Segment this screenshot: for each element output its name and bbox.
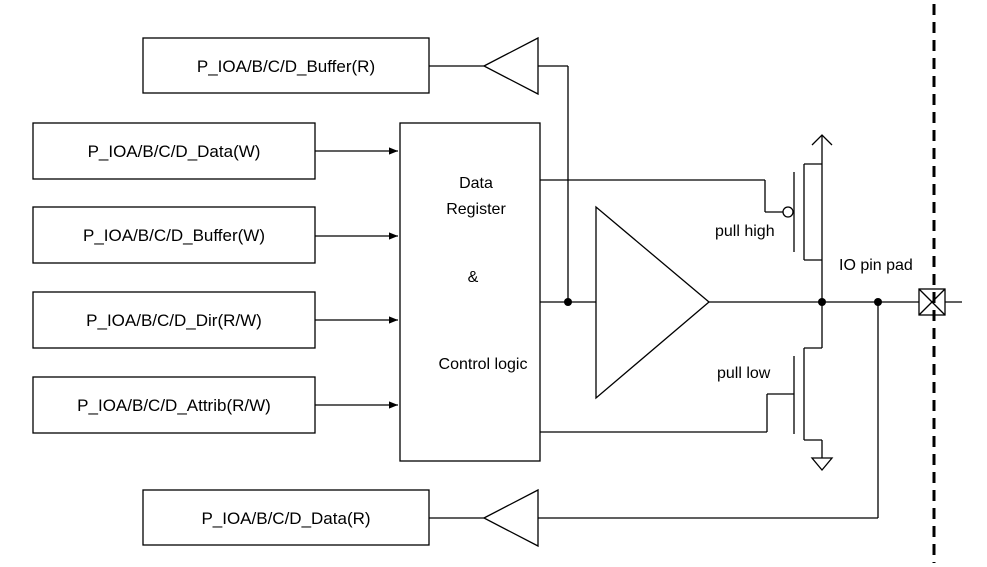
register-buffer-write-label: P_IOA/B/C/D_Buffer(W) [83, 226, 265, 245]
pull-high-label: pull high [715, 223, 775, 240]
data-read-path [429, 302, 879, 548]
register-dir: P_IOA/B/C/D_Dir(R/W) [32, 291, 316, 349]
data-read-triangle [482, 488, 539, 548]
io-pin-pad: IO pin pad [839, 257, 962, 316]
pull-high-gate-bubble [782, 206, 794, 218]
output-buffer-triangle [595, 205, 711, 400]
control-block-line-2: Register [446, 201, 506, 218]
control-logic-block: Data Register & Control logic [399, 122, 541, 462]
io-pin-pad-label: IO pin pad [839, 257, 913, 274]
register-attrib: P_IOA/B/C/D_Attrib(R/W) [32, 376, 316, 434]
buffer-read-path [429, 36, 572, 306]
register-buffer-write: P_IOA/B/C/D_Buffer(W) [32, 206, 316, 264]
control-block-line-1: Data [459, 175, 493, 192]
register-buffer-read: P_IOA/B/C/D_Buffer(R) [142, 37, 430, 94]
register-dir-label: P_IOA/B/C/D_Dir(R/W) [86, 311, 262, 330]
register-data-write-label: P_IOA/B/C/D_Data(W) [88, 142, 261, 161]
control-block-line-4: Control logic [439, 356, 528, 373]
register-data-write: P_IOA/B/C/D_Data(W) [32, 122, 316, 180]
register-data-read: P_IOA/B/C/D_Data(R) [142, 489, 430, 546]
register-data-read-label: P_IOA/B/C/D_Data(R) [201, 509, 370, 528]
buffer-read-triangle [482, 36, 539, 96]
pull-high-transistor: pull high [540, 134, 833, 302]
pull-low-label: pull low [717, 365, 771, 382]
ground-arrow-icon [810, 457, 834, 472]
control-block-line-3: & [468, 269, 479, 286]
register-buffer-read-label: P_IOA/B/C/D_Buffer(R) [197, 57, 375, 76]
vdd-arrow-icon [811, 134, 833, 146]
pull-low-transistor: pull low [540, 302, 834, 472]
register-attrib-label: P_IOA/B/C/D_Attrib(R/W) [77, 396, 271, 415]
